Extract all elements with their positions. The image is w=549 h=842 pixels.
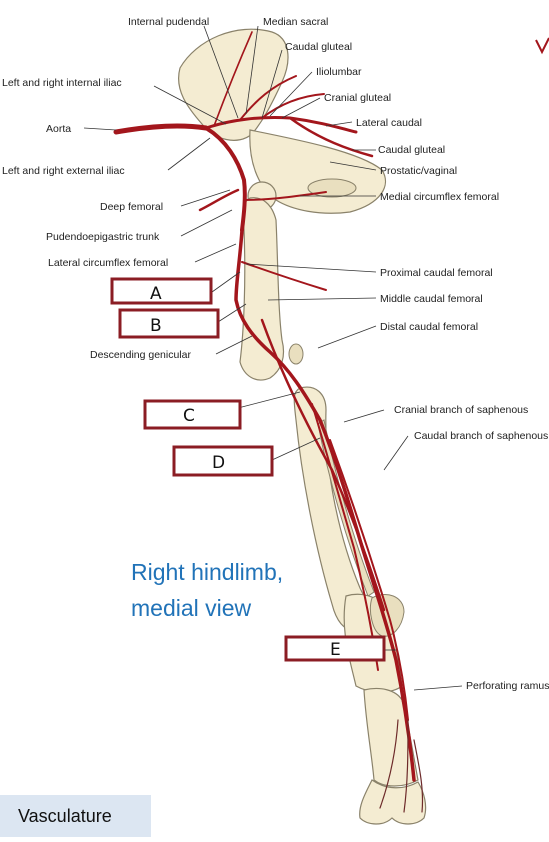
answer-box-a[interactable]: A (110, 277, 213, 305)
answer-box-a-text: A (150, 284, 162, 304)
caption-line-2: medial view (131, 595, 252, 621)
label-internal-pudendal: Internal pudendal (128, 16, 209, 28)
label-caudal-branch-saphenous: Caudal branch of saphenous (414, 430, 548, 442)
vasculature-tag: Vasculature (0, 795, 151, 837)
label-cranial-gluteal: Cranial gluteal (324, 92, 391, 104)
cranial-gluteal-vessel (261, 93, 325, 119)
label-lateral-circumflex-femoral: Lateral circumflex femoral (48, 257, 168, 269)
deep-femoral-vessel (198, 188, 240, 212)
vasculature-tag-label: Vasculature (18, 805, 112, 826)
median-sacral-vessel (213, 31, 253, 127)
labels: Internal pudendal Median sacral Caudal g… (2, 16, 549, 692)
answer-box-c-text: C (183, 406, 195, 426)
answer-box-e[interactable]: E (284, 635, 386, 662)
label-cranial-branch-saphenous: Cranial branch of saphenous (394, 404, 528, 416)
label-left-right-internal-iliac: Left and right internal iliac (2, 77, 122, 89)
label-distal-caudal-femoral: Distal caudal femoral (380, 321, 478, 333)
cranial-tibial-vessel (311, 403, 379, 671)
caudal-branch-vessel (329, 439, 409, 721)
answer-box-d-text: D (212, 453, 225, 473)
femoral-artery (234, 228, 416, 782)
caudal-gluteal-vessel (288, 116, 374, 158)
digits (359, 779, 427, 825)
arteries (113, 31, 424, 813)
label-median-sacral: Median sacral (263, 16, 328, 28)
label-iliolumbar: Iliolumbar (316, 66, 362, 78)
label-middle-caudal-femoral: Middle caudal femoral (380, 293, 483, 305)
answer-boxes: A B C D E (110, 277, 386, 662)
corner-mark (535, 37, 549, 55)
medial-circumflex-vessel (243, 191, 327, 201)
answer-box-d[interactable]: D (172, 445, 274, 477)
patella (288, 343, 304, 365)
label-caudal-gluteal: Caudal gluteal (378, 144, 445, 156)
femur (239, 197, 285, 381)
label-aorta: Aorta (46, 123, 71, 135)
external-iliac-vessel (204, 126, 247, 232)
answer-box-c[interactable]: C (143, 399, 242, 430)
label-left-right-external-iliac: Left and right external iliac (2, 165, 125, 177)
label-descending-genicular: Descending genicular (90, 349, 191, 361)
leader-lines (83, 25, 463, 691)
answer-box-b[interactable]: B (118, 308, 220, 339)
label-pudendoepigastric-trunk: Pudendoepigastric trunk (46, 231, 160, 243)
caption-line-1: Right hindlimb, (131, 559, 283, 585)
label-proximal-caudal-femoral: Proximal caudal femoral (380, 267, 493, 279)
label-caudal-gluteal-top: Caudal gluteal (285, 41, 352, 53)
label-medial-circumflex-femoral: Medial circumflex femoral (380, 191, 499, 203)
digital-vessels (379, 719, 424, 813)
pelvis-ilium (178, 28, 289, 141)
aorta-vessel (113, 123, 209, 135)
label-deep-femoral: Deep femoral (100, 201, 163, 213)
answer-box-b-text: B (150, 316, 162, 336)
label-prostatic-vaginal: Prostatic/vaginal (380, 165, 457, 177)
label-lateral-caudal: Lateral caudal (356, 117, 422, 129)
label-perforating: Perforating ramus (466, 680, 549, 692)
iliolumbar-vessel (239, 75, 297, 121)
caudal-femoral-vessel (241, 261, 327, 291)
answer-box-e-text: E (330, 640, 341, 660)
